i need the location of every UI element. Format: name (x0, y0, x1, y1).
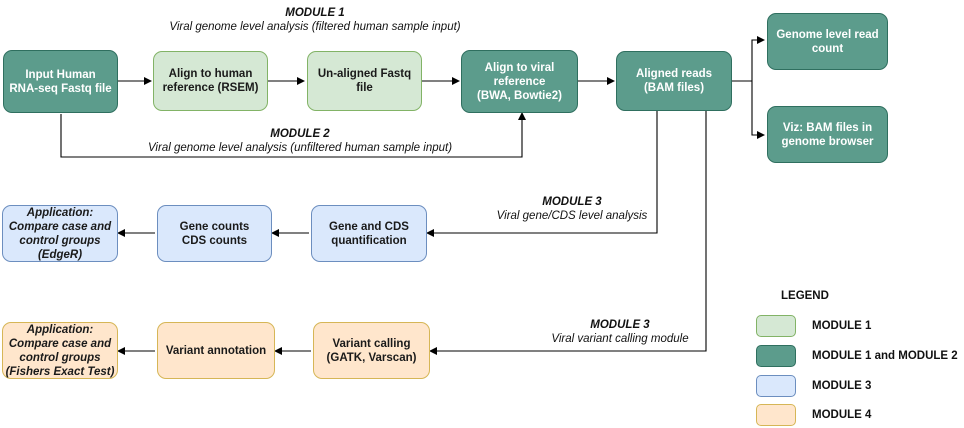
module3a-label: MODULE 3 Viral gene/CDS level analysis (487, 195, 657, 223)
app-fisher-body: Compare case and control groups (Fishers… (5, 337, 115, 378)
arrow-module2-bypass (60, 112, 526, 158)
node-align-human: Align to human reference (RSEM) (153, 51, 268, 111)
legend-label-module1: MODULE 1 (812, 320, 872, 332)
app-edger-title: Application: (26, 206, 94, 219)
arrow-to-variant-calling (429, 111, 707, 355)
node-gene-cds-quant: Gene and CDS quantification (311, 205, 427, 262)
node-align-viral: Align to viral reference (BWA, Bowtie2) (461, 50, 578, 113)
node-app-edger: Application: Compare case and control gr… (2, 205, 118, 262)
module3a-subtitle: Viral gene/CDS level analysis (496, 210, 648, 222)
legend-label-module1-2: MODULE 1 and MODULE 2 (812, 350, 958, 362)
node-variant-calling: Variant calling (GATK, Varscan) (313, 322, 430, 379)
node-viz-bam: Viz: BAM files in genome browser (767, 106, 888, 163)
arrow-to-viz-bam (751, 81, 765, 139)
legend-title: LEGEND (781, 290, 829, 302)
legend-swatch-module4 (756, 404, 796, 426)
node-gene-counts: Gene counts CDS counts (157, 205, 272, 262)
app-edger-body: Compare case and control groups (EdgeR) (8, 220, 112, 261)
node-app-fisher: Application: Compare case and control gr… (2, 322, 118, 379)
module2-label: MODULE 2 Viral genome level analysis (un… (120, 127, 480, 155)
node-genome-count: Genome level read count (767, 13, 888, 70)
module2-title: MODULE 2 (270, 128, 330, 140)
module2-subtitle: Viral genome level analysis (unfiltered … (147, 142, 453, 154)
legend-label-module3: MODULE 3 (812, 380, 872, 392)
module1-subtitle: Viral genome level analysis (filtered hu… (169, 21, 461, 33)
arrow-to-gene-cds-quant (426, 111, 658, 237)
module3b-subtitle: Viral variant calling module (551, 333, 689, 345)
module1-label: MODULE 1 Viral genome level analysis (fi… (145, 6, 485, 34)
app-fisher-title: Application: (26, 323, 94, 336)
node-variant-annotation: Variant annotation (157, 322, 275, 379)
node-input-fastq: Input Human RNA-seq Fastq file (3, 50, 118, 113)
module3a-title: MODULE 3 (542, 196, 602, 208)
module1-title: MODULE 1 (285, 7, 345, 19)
legend-label-module4: MODULE 4 (812, 409, 872, 421)
node-unaligned-fastq: Un-aligned Fastq file (307, 51, 422, 111)
legend-swatch-module3 (756, 375, 796, 397)
legend-swatch-module1-2 (756, 345, 796, 367)
legend-swatch-module1 (756, 315, 796, 337)
node-aligned-reads: Aligned reads (BAM files) (616, 51, 732, 111)
module3b-title: MODULE 3 (590, 319, 650, 331)
module3b-label: MODULE 3 Viral variant calling module (535, 318, 705, 346)
arrow-to-genome-count (751, 36, 765, 81)
